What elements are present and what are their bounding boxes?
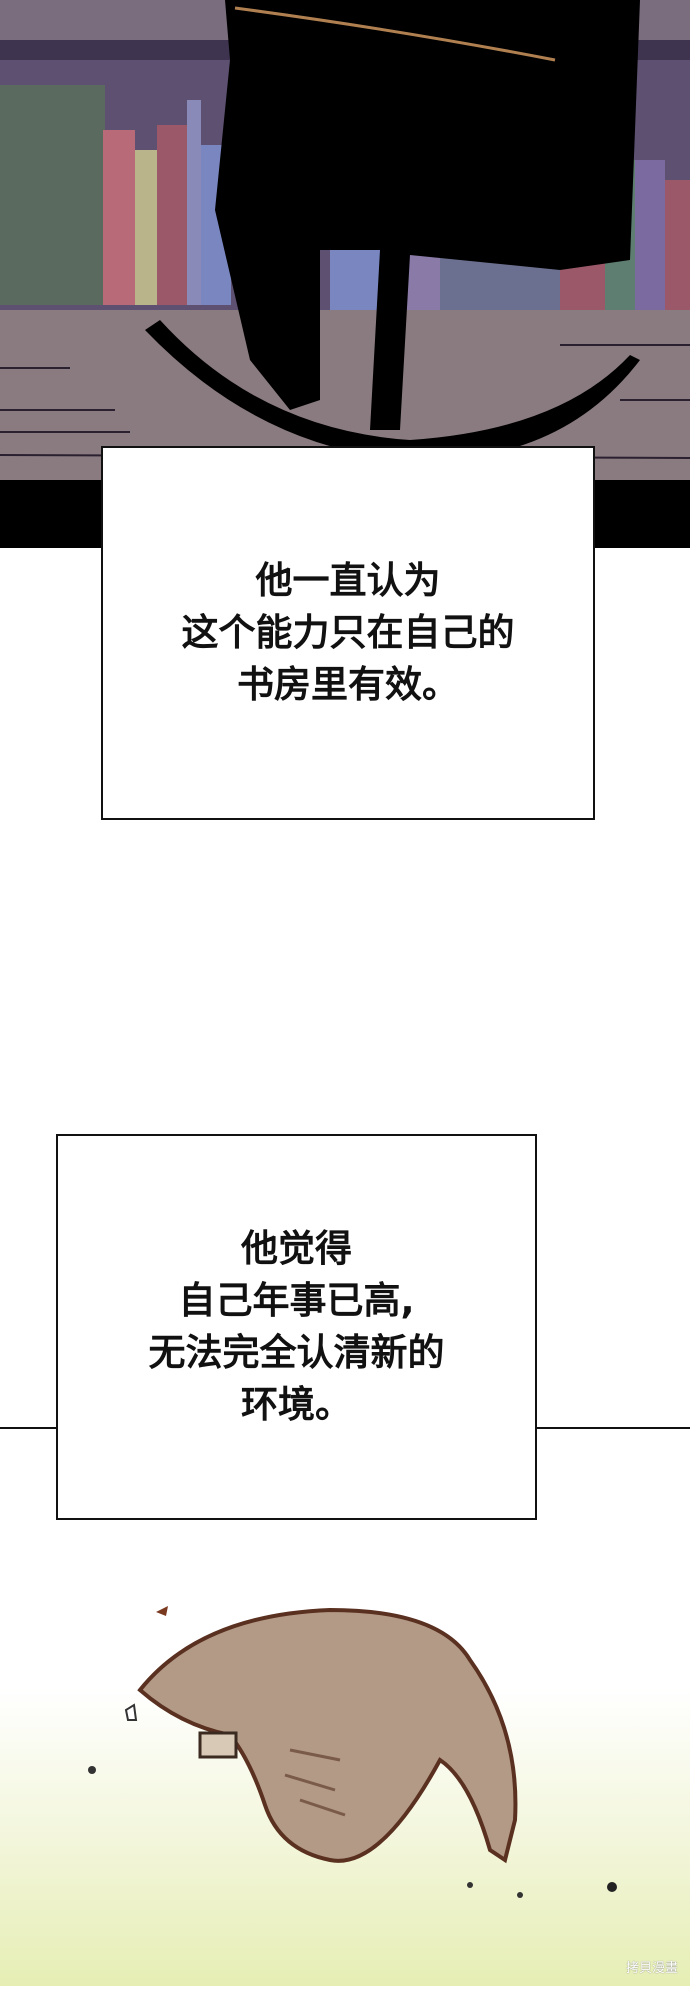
panel-divider-line <box>537 1427 690 1429</box>
caption-box: 他一直认为 这个能力只在自己的 书房里有效。 <box>101 446 595 820</box>
comic-panel-leaf: 拷貝漫畫 <box>0 1560 690 1986</box>
caption-text: 他觉得 自己年事已高, 无法完全认清新的 环境。 <box>148 1227 445 1426</box>
caption-text: 他一直认为 这个能力只在自己的 书房里有效。 <box>181 559 515 706</box>
panel-divider-line <box>0 1427 56 1429</box>
comic-panel-study <box>0 0 690 548</box>
caption-box: 他觉得 自己年事已高, 无法完全认清新的 环境。 <box>56 1134 537 1520</box>
study-rocking-chair-illustration <box>0 0 690 548</box>
watermark: 拷貝漫畫 <box>625 1961 678 1976</box>
crumbling-leaf-illustration <box>88 1606 617 1898</box>
